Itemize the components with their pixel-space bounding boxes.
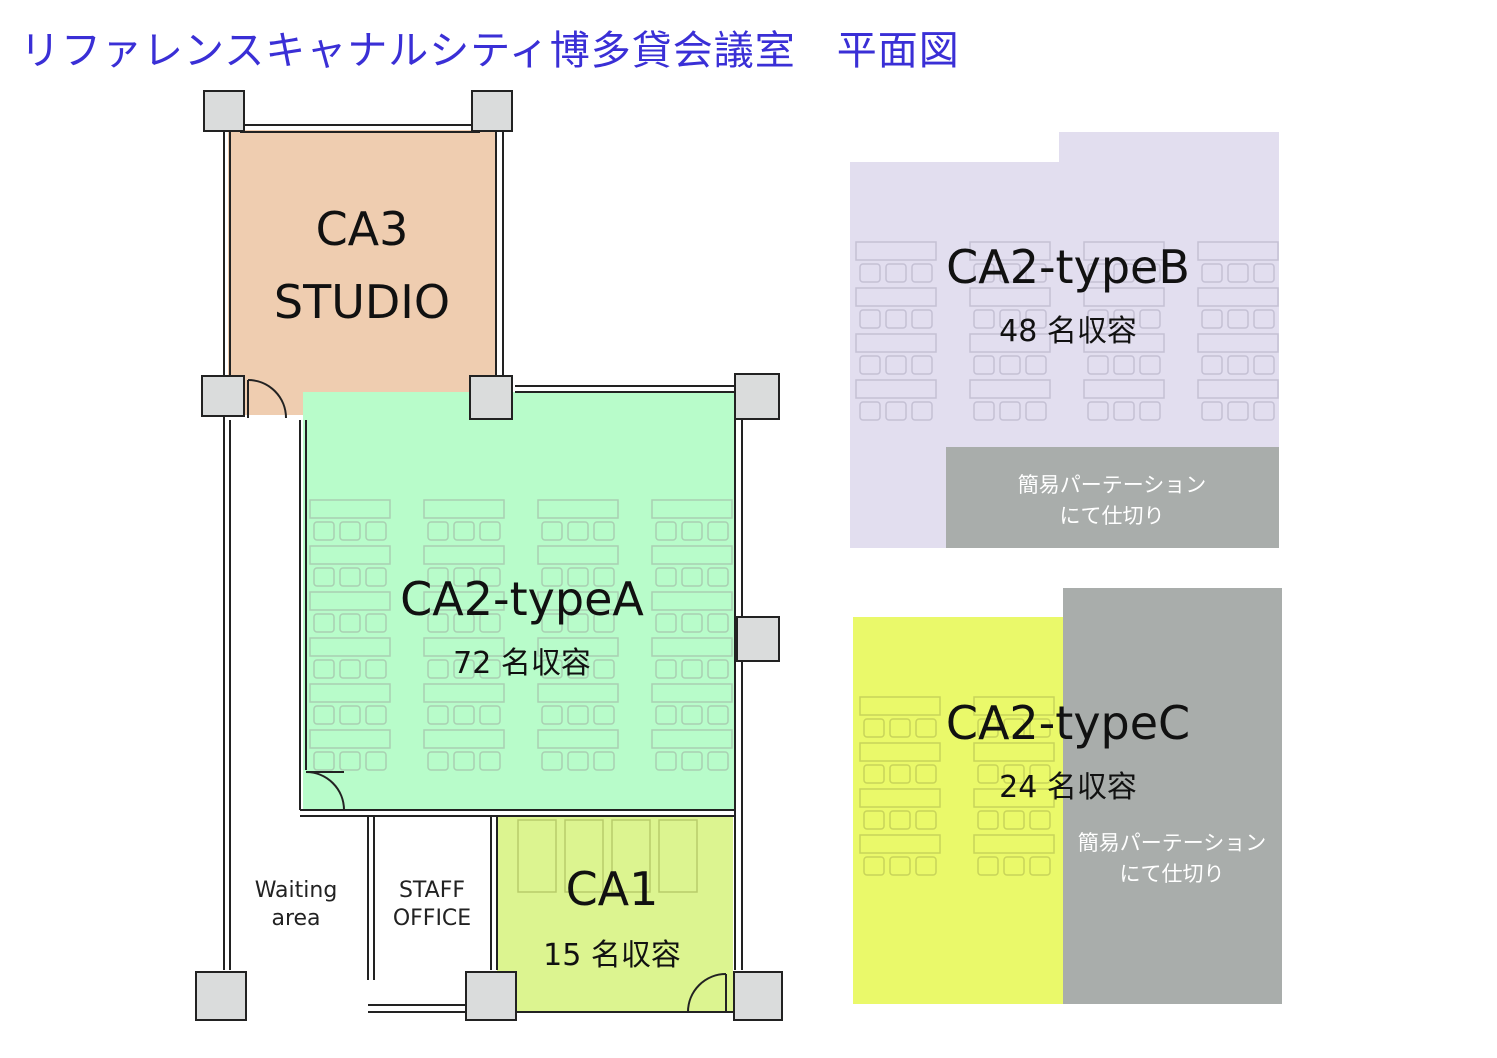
ca2a-capacity: 72 名収容 bbox=[453, 646, 591, 681]
room-ca2-typec[interactable] bbox=[853, 617, 1065, 1004]
page-title: リファレンスキャナルシティ博多貸会議室 平面図 bbox=[20, 28, 960, 74]
ca1-capacity: 15 名収容 bbox=[543, 938, 681, 973]
ca1-label: CA1 bbox=[566, 862, 659, 916]
walls bbox=[223, 124, 743, 1013]
ca2b-partition-note-2: にて仕切り bbox=[1060, 504, 1165, 528]
ca2c-capacity: 24 名収容 bbox=[999, 770, 1137, 805]
staff-label-2: OFFICE bbox=[393, 906, 471, 931]
desk-layout-typec bbox=[859, 696, 1055, 876]
pillars bbox=[195, 90, 783, 1021]
doors bbox=[247, 379, 727, 1013]
ca3-label: CA3 bbox=[316, 202, 409, 256]
ca2c-partition-note-1: 簡易パーテーション bbox=[1078, 831, 1267, 855]
room-ca3-studio[interactable] bbox=[228, 130, 496, 415]
desk-layout-ca1 bbox=[517, 819, 698, 893]
ca2b-capacity: 48 名収容 bbox=[999, 314, 1137, 349]
desk-layout-typea bbox=[309, 499, 733, 771]
waiting-label-2: area bbox=[271, 906, 320, 931]
room-ca2-typea[interactable] bbox=[303, 392, 735, 809]
ca3-sub-label: STUDIO bbox=[274, 275, 450, 329]
room-ca1[interactable] bbox=[497, 815, 733, 1013]
ca2c-partition-note-2: にて仕切り bbox=[1120, 862, 1225, 886]
ca2a-label: CA2-typeA bbox=[400, 572, 644, 626]
waiting-label-1: Waiting bbox=[255, 878, 338, 903]
partition-typec bbox=[1063, 588, 1282, 1004]
desk-layout-typeb bbox=[855, 241, 1279, 421]
ca2c-label: CA2-typeC bbox=[946, 696, 1190, 750]
partition-typeb bbox=[946, 447, 1279, 548]
ca2b-partition-note-1: 簡易パーテーション bbox=[1018, 473, 1207, 497]
staff-label-1: STAFF bbox=[399, 878, 465, 903]
room-ca2-typeb[interactable] bbox=[850, 132, 1279, 548]
ca2b-label: CA2-typeB bbox=[946, 240, 1190, 294]
